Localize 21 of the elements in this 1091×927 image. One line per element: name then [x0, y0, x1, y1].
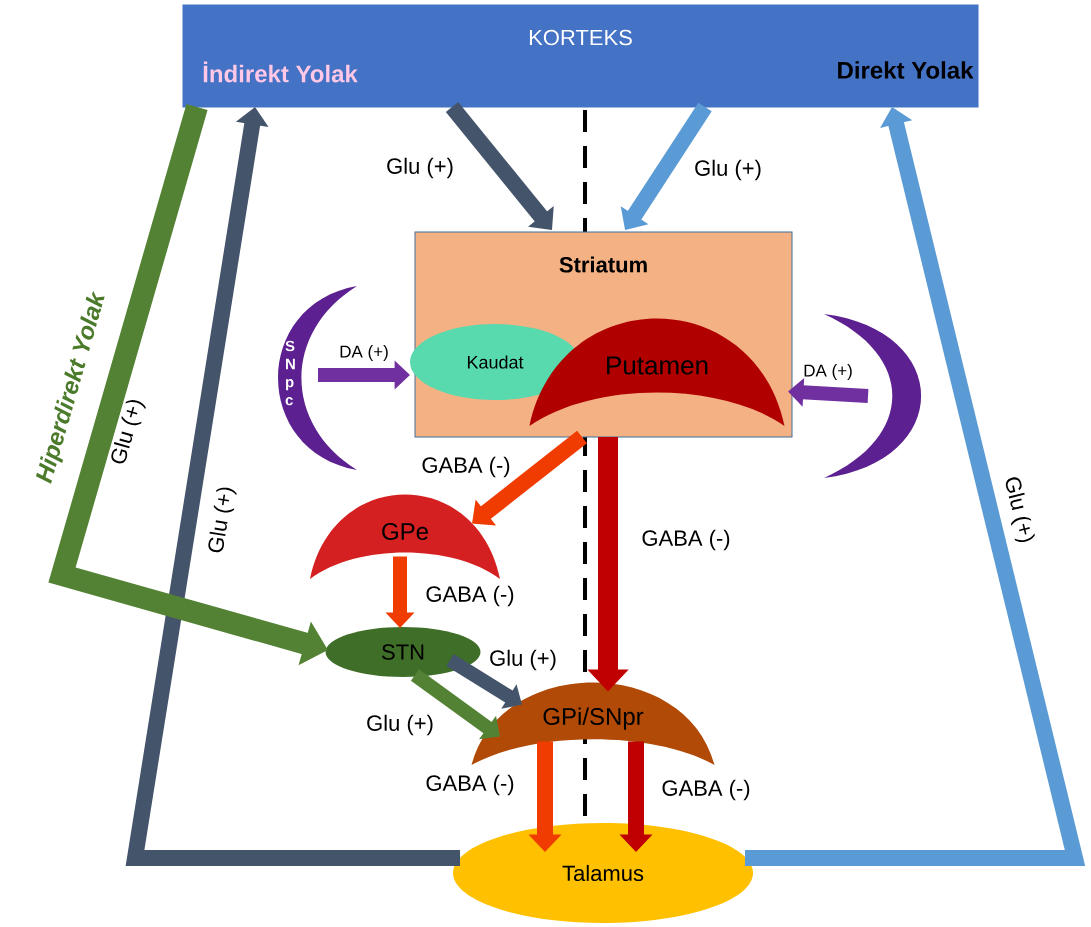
edge-label: GABA (-) [662, 779, 750, 801]
edge-label: Glu (+) [208, 487, 237, 553]
edge-label: Glu (+) [387, 157, 453, 179]
edge-label: Glu (+) [695, 159, 761, 181]
edge-label: Glu (+) [111, 400, 146, 464]
edge-label: Glu (+) [490, 649, 556, 671]
edge-label: GABA (-) [422, 456, 510, 478]
edge-label: GABA (-) [642, 529, 730, 551]
edge-label: Glu (+) [1005, 477, 1035, 543]
edge-label: DA (+) [804, 364, 852, 380]
edge-label: Glu (+) [367, 714, 433, 736]
nucleus-crescent: Putamen [529, 318, 785, 426]
edge-label: DA (+) [340, 345, 388, 361]
nucleus-crescent: GPe [310, 494, 500, 579]
pathway-label: İndirekt Yolak [203, 61, 358, 83]
arrow [445, 101, 554, 230]
nucleus-crescent: GPi/SNpr [471, 682, 715, 765]
edge-label: GABA (-) [426, 585, 514, 607]
pathway-label: Direkt Yolak [838, 61, 974, 79]
edge-label: GABA (-) [426, 774, 514, 796]
arrow [472, 430, 587, 526]
